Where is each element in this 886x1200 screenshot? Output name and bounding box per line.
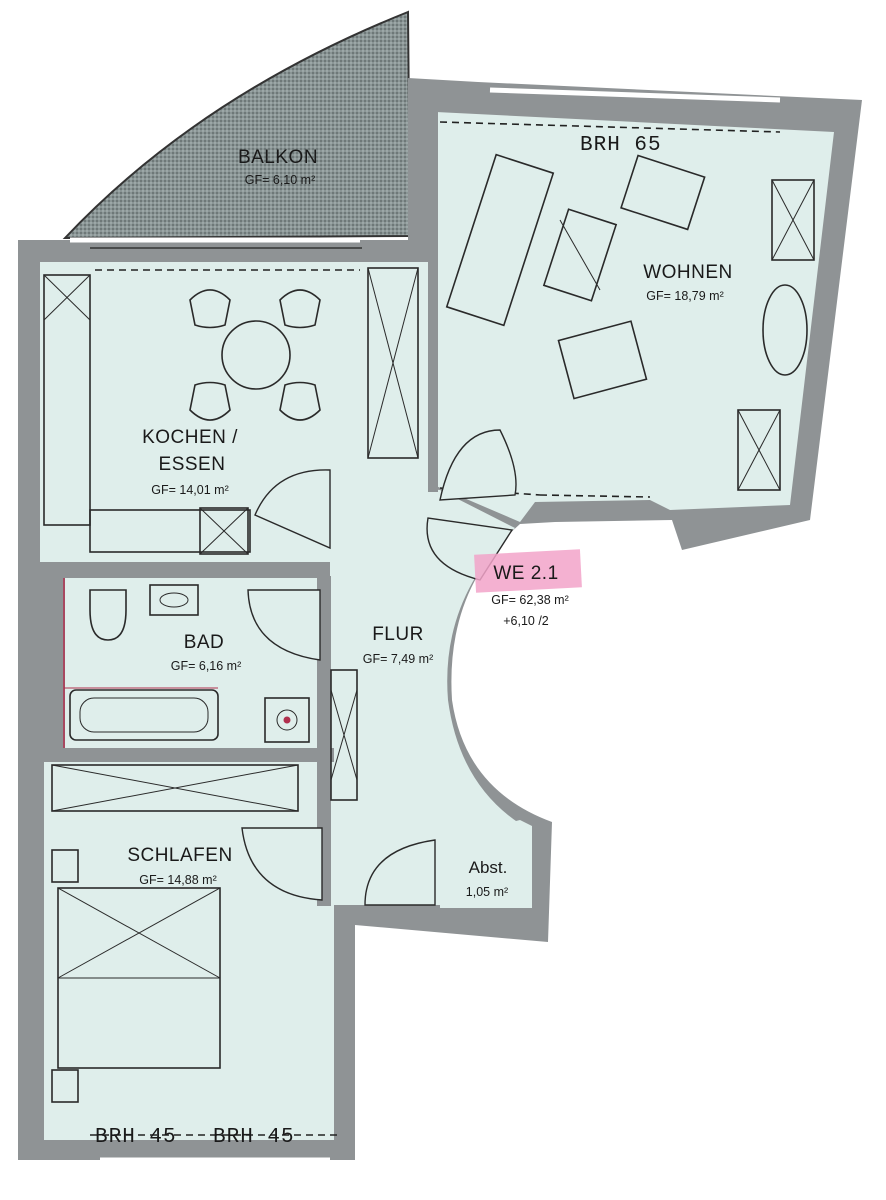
- balcony-area: [62, 10, 412, 240]
- floor-wohnen: [436, 112, 834, 522]
- interior-walls: [40, 112, 438, 906]
- label-wohnen: WOHNEN: [643, 262, 733, 283]
- label-flur: FLUR: [372, 624, 424, 645]
- label-kochen-line1: KOCHEN /: [142, 427, 238, 448]
- label-balkon: BALKON: [238, 147, 318, 168]
- label-abst: Abst.: [469, 858, 508, 877]
- bath-fixtures: [63, 578, 310, 748]
- hall-furniture: [330, 669, 358, 801]
- kitchen-furniture: [43, 267, 419, 555]
- unit-highlight: [474, 549, 582, 593]
- floors: [40, 112, 834, 1140]
- label-kochen-line2: ESSEN: [159, 454, 226, 475]
- floor-abst: [440, 820, 532, 908]
- area-balkon: GF= 6,10 m²: [245, 173, 316, 187]
- window-lines: [70, 87, 781, 1163]
- living-furniture: [445, 153, 815, 491]
- label-unit: WE 2.1: [493, 563, 558, 584]
- brh-schlafen-left: BRH 45: [95, 1126, 177, 1149]
- floor-schlafen: [44, 762, 334, 1140]
- area-wohnen: GF= 18,79 m²: [646, 289, 723, 303]
- area-flur: GF= 7,49 m²: [363, 652, 434, 666]
- bedroom-furniture: [51, 764, 299, 1103]
- floor-flur: [330, 478, 530, 905]
- brh-wohnen: BRH 65: [580, 134, 662, 157]
- area-unit-extra: +6,10 /2: [503, 614, 549, 628]
- area-schlafen: GF= 14,88 m²: [139, 873, 216, 887]
- labels: BALKON GF= 6,10 m² BRH 65 WOHNEN GF= 18,…: [95, 134, 733, 1149]
- area-bad: GF= 6,16 m²: [171, 659, 242, 673]
- area-kochen: GF= 14,01 m²: [151, 483, 228, 497]
- label-schlafen: SCHLAFEN: [127, 845, 232, 866]
- door-swings: [241, 429, 517, 906]
- area-unit: GF= 62,38 m²: [491, 593, 568, 607]
- label-bad: BAD: [184, 632, 225, 653]
- brh-schlafen-right: BRH 45: [213, 1126, 295, 1149]
- area-abst: 1,05 m²: [466, 885, 508, 899]
